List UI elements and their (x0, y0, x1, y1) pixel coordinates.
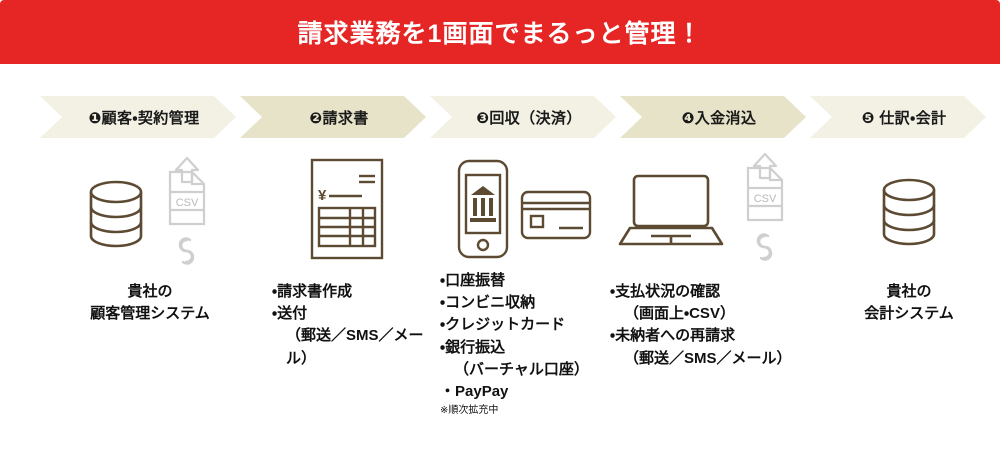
database-icon (89, 180, 143, 248)
column-2-list: ・請求書作成 ・送付 （郵送／SMS／メール） (262, 281, 432, 370)
list-item-sub: （バーチャル口座） (454, 360, 589, 378)
yen-symbol: ¥ (318, 187, 327, 204)
flow-column-5: 貴社の 会計システム (818, 150, 1000, 325)
step-chevron-4[interactable]: ❹入金消込 (620, 96, 806, 138)
column-5-caption-line2: 会計システム (864, 304, 954, 322)
step-label-2: ❷請求書 (309, 109, 369, 127)
list-item: ・クレジットカード (440, 316, 566, 334)
step-label-4: ❹入金消込 (681, 109, 757, 127)
column-5-caption-line1: 貴社の (886, 283, 932, 300)
flow-column-3: ・口座振替 ・コンビニ収納 ・クレジットカード ・銀行振込 （バーチャル口座） … (434, 150, 614, 418)
smartphone-bank-icon (457, 159, 509, 259)
page-title: 請求業務を1画面でまるっと管理！ (297, 20, 703, 48)
step-chevron-1[interactable]: ❶顧客・契約管理 (40, 96, 236, 138)
step-chevron-2[interactable]: ❷請求書 (240, 96, 426, 138)
csv-link-stack-2: CSV (736, 152, 794, 262)
csv-link-stack-1: CSV (158, 156, 216, 266)
column-4-list: ・支払状況の確認 （画面上・CSV） ・未納者への再請求 （郵送／SMS／メール… (606, 281, 806, 370)
csv-icon-label: CSV (176, 197, 199, 209)
list-item: ・コンビニ収納 (440, 294, 536, 312)
list-item: ・送付 (272, 305, 308, 323)
step-chevron-5[interactable]: ❺ 仕訳・会計 (810, 96, 986, 138)
step-label-5: ❺ 仕訳・会計 (861, 109, 947, 127)
column-1-caption: 貴社の 顧客管理システム (40, 281, 260, 325)
column-3-list: ・口座振替 ・コンビニ収納 ・クレジットカード ・銀行振込 （バーチャル口座） … (434, 270, 614, 418)
credit-card-icon (520, 190, 592, 240)
list-item: ・支払状況の確認 (610, 283, 721, 300)
expansion-note: ※順次拡充中 (440, 405, 499, 417)
column-5-icons (818, 150, 1000, 275)
step-label-1: ❶顧客・契約管理 (88, 109, 200, 127)
list-item: ・銀行振込 (440, 338, 506, 356)
laptop-icon (618, 174, 724, 246)
column-5-caption: 貴社の 会計システム (818, 281, 1000, 325)
link-icon (756, 233, 773, 261)
column-1-caption-line1: 貴社の (127, 283, 173, 300)
column-2-icons: ¥ (262, 150, 432, 275)
flow-columns: CSV 貴社の 顧客管理システム (0, 150, 1000, 450)
list-item: ・請求書作成 (272, 283, 353, 300)
csv-upload-icon: CSV (746, 152, 784, 222)
step-chevron-3[interactable]: ❸回収（決済） (430, 96, 616, 138)
database-icon (882, 178, 936, 246)
list-item-sub: （郵送／SMS／メール） (286, 327, 424, 367)
column-1-caption-line2: 顧客管理システム (90, 304, 210, 322)
list-item: ・口座振替 (440, 272, 506, 289)
column-3-icons (434, 150, 614, 268)
link-icon (178, 237, 195, 265)
flow-column-1: CSV 貴社の 顧客管理システム (40, 150, 260, 325)
column-4-icons: CSV (606, 150, 806, 275)
header-banner: 請求業務を1画面でまるっと管理！ (0, 0, 1000, 64)
column-1-icons: CSV (40, 150, 260, 275)
list-item: ・未納者への再請求 (610, 327, 736, 345)
list-item-sub: （画面上・CSV） (624, 305, 735, 323)
database-icon-stack (84, 178, 148, 256)
invoice-document-icon: ¥ (310, 158, 384, 260)
process-step-bar: ❶顧客・契約管理 ❷請求書 ❸回収（決済） ❹入金消込 ❺ 仕訳・会計 (40, 96, 986, 138)
flow-column-2: ¥ ・請求書作成 ・送付 （郵送／SMS／メール） (262, 150, 432, 370)
flow-column-4: CSV ・支払状況の確認 （画面上・CSV） ・未納者への再請求 （郵送／SMS… (606, 150, 806, 370)
csv-icon-label: CSV (754, 193, 777, 205)
step-label-3: ❸回収（決済） (476, 109, 582, 127)
list-item-sub: （郵送／SMS／メール） (624, 349, 792, 367)
list-item: ・PayPay (440, 382, 509, 400)
csv-upload-icon: CSV (168, 156, 206, 226)
